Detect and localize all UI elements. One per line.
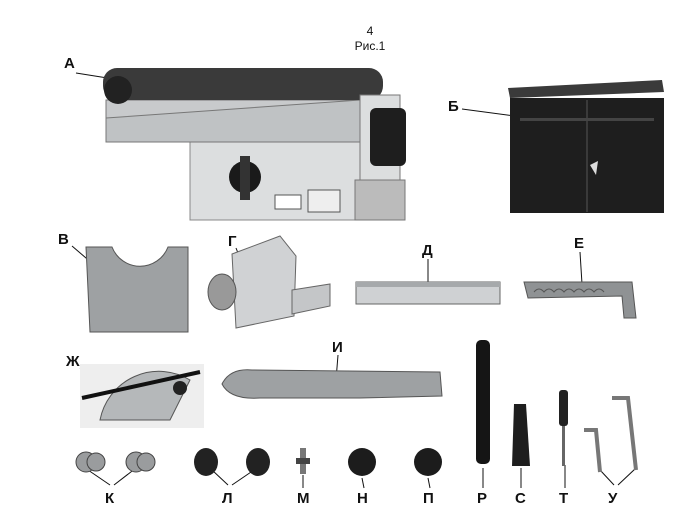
- figure-caption: Рис.1: [354, 39, 386, 53]
- dust-hood: [207, 235, 331, 329]
- belt-support-bracket: [523, 281, 637, 319]
- part-label-l: Л: [222, 490, 233, 507]
- part-label-r: Р: [477, 490, 488, 507]
- hex-key-set: [584, 396, 638, 473]
- part-label-zh: Ж: [66, 353, 80, 370]
- part-label-k: К: [105, 490, 115, 507]
- part-label-i: И: [332, 339, 343, 356]
- support-arm: [221, 369, 443, 399]
- part-label-v: В: [58, 231, 69, 248]
- nut-washer-set: [75, 451, 156, 473]
- part-label-b: Б: [448, 98, 459, 115]
- support-rod: [476, 340, 490, 464]
- part-label-d: Д: [422, 242, 433, 259]
- screwdriver: [559, 390, 568, 466]
- star-knob-p: [414, 448, 442, 476]
- fence-rail: [355, 281, 501, 305]
- page-number: 4: [366, 24, 374, 38]
- part-label-n: Н: [357, 490, 368, 507]
- part-label-u: У: [608, 490, 618, 507]
- handle: [512, 404, 530, 466]
- part-label-e: Е: [574, 235, 585, 252]
- part-label-a: А: [64, 55, 75, 72]
- part-label-p: П: [423, 490, 434, 507]
- knob-pair: [194, 448, 270, 476]
- part-label-m: М: [297, 490, 310, 507]
- part-label-g: Г: [228, 233, 237, 250]
- insert-plate: [85, 246, 189, 333]
- stand-cabinet: [508, 80, 664, 213]
- part-label-s: С: [515, 490, 526, 507]
- bolt: [296, 448, 310, 474]
- star-knob-n: [348, 448, 376, 476]
- miter-gauge: [80, 364, 204, 428]
- belt-sander-machine: [103, 68, 406, 221]
- part-label-t: Т: [559, 490, 569, 507]
